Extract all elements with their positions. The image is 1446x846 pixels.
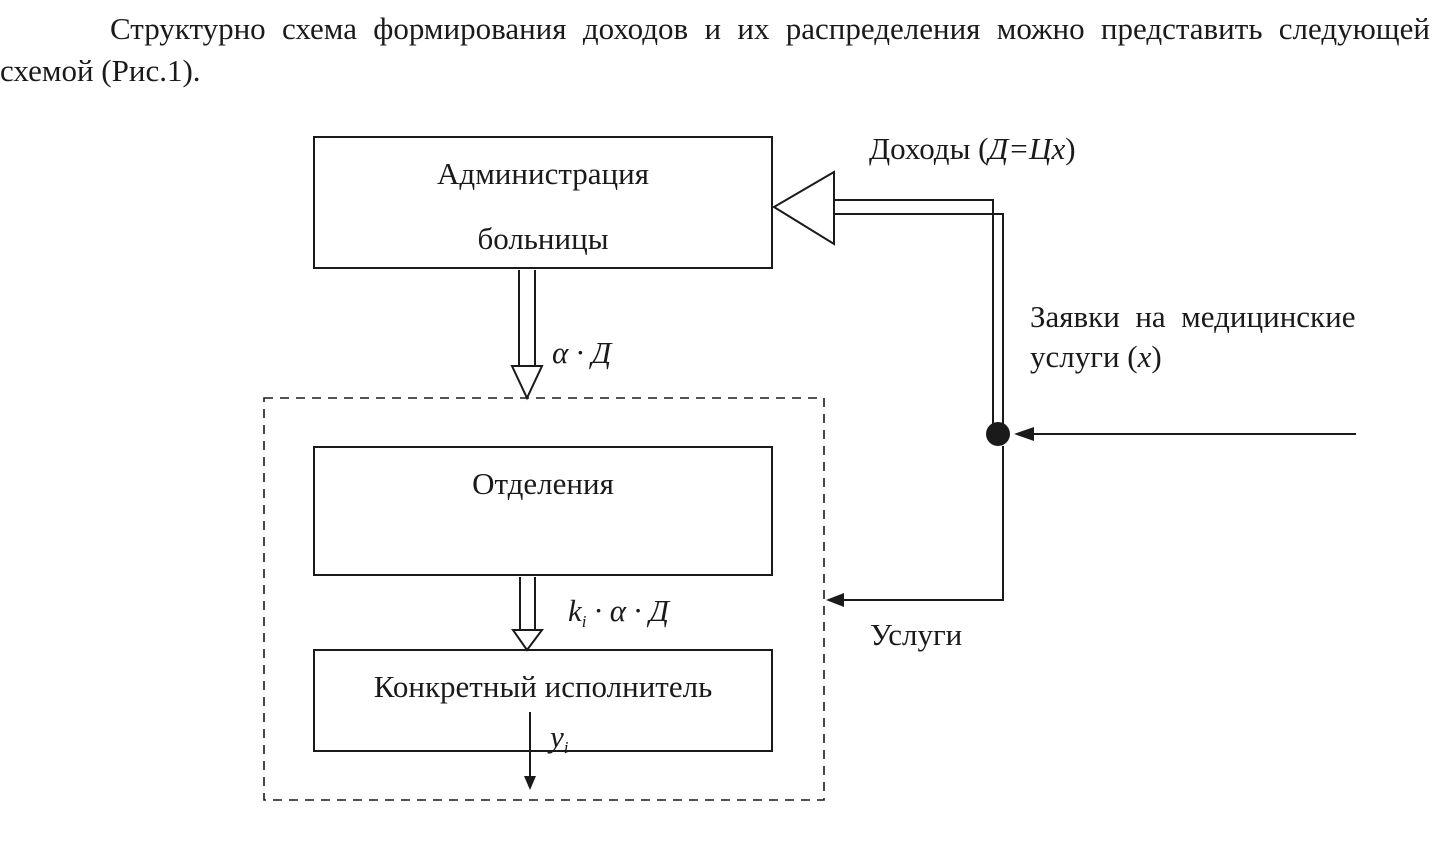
intro-paragraph-text: Структурно схема формирования доходов и … bbox=[0, 11, 1430, 88]
services-arrow bbox=[826, 446, 1004, 607]
intro-paragraph: Структурно схема формирования доходов и … bbox=[0, 8, 1430, 92]
services-label: Услуги bbox=[870, 617, 962, 652]
department-boundary bbox=[263, 397, 825, 801]
allocation-formula: α · Д bbox=[552, 335, 614, 370]
administration-label-line1: Администрация bbox=[437, 156, 649, 191]
junction-node bbox=[986, 422, 1010, 446]
output-arrow bbox=[524, 712, 536, 790]
administration-label-line2: больницы bbox=[477, 221, 608, 256]
income-label: Доходы (Д=Цх) bbox=[869, 131, 1076, 166]
departments-box bbox=[313, 446, 773, 576]
executor-box bbox=[313, 649, 773, 752]
administration-box bbox=[313, 136, 773, 269]
output-variable: yi bbox=[547, 719, 569, 757]
requests-label-line2: услуги (x) bbox=[1030, 339, 1162, 374]
department-share-formula: ki · α · Д bbox=[568, 593, 671, 631]
departments-label: Отделения bbox=[472, 466, 614, 501]
department-share-arrow bbox=[511, 577, 544, 652]
requests-label-line1: Заявки на медицинские bbox=[1030, 299, 1355, 334]
income-flow-arrow bbox=[772, 170, 1004, 432]
requests-input-arrow bbox=[1014, 427, 1356, 441]
allocation-arrow bbox=[510, 270, 544, 401]
executor-label: Конкретный исполнитель bbox=[374, 669, 712, 704]
